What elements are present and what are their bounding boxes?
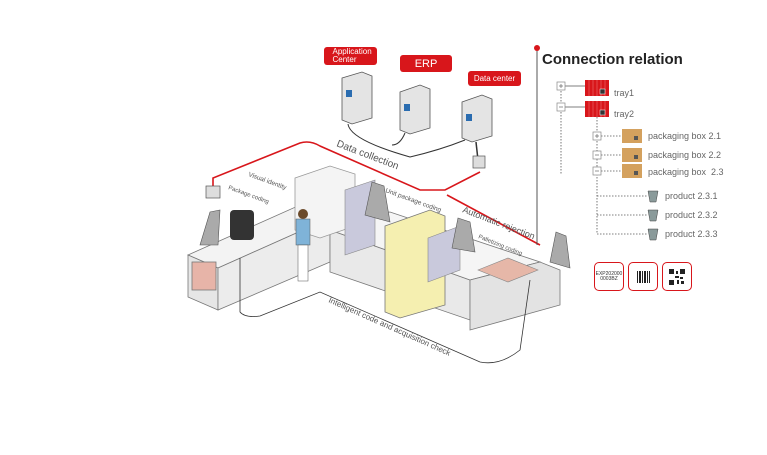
text-code-card: EXP202000 0003BZ [594, 262, 624, 291]
product-2-3-1-label: product 2.3.1 [665, 191, 718, 201]
box-icons [622, 129, 642, 178]
application-center-badge: Application Center [324, 47, 377, 65]
application-center-label: Application Center [332, 47, 372, 64]
label-visual-identity: Visual identity [247, 171, 288, 192]
tray1-label: tray1 [614, 88, 635, 98]
tray2-label: tray2 [614, 109, 635, 119]
server-erp [399, 84, 431, 135]
server-data-center [461, 94, 493, 143]
connection-relation-title: Connection relation [542, 51, 683, 68]
product-2-3-2-label: product 2.3.2 [665, 210, 718, 220]
erp-label: ERP [414, 57, 438, 70]
data-center-label: Data center [473, 73, 516, 83]
server-application-center [341, 71, 373, 125]
connector-dot [534, 45, 540, 51]
tray-icons [585, 80, 609, 117]
erp-badge: ERP [400, 55, 452, 72]
label-unit-package-coding: Unit package coding [384, 187, 442, 214]
product-2-3-3-label: product 2.3.3 [665, 229, 718, 239]
qr-code-icon [669, 268, 685, 285]
barcode-icon [637, 270, 650, 283]
printer [230, 210, 254, 240]
computer-icon [472, 155, 486, 169]
box-2-2-label: packaging box 2.2 [648, 150, 722, 160]
box-2-1-label: packaging box 2.1 [648, 131, 722, 141]
qr-code-card [662, 262, 692, 291]
operator-figure [295, 209, 311, 282]
pallet-box [477, 257, 539, 283]
data-center-badge: Data center [468, 71, 521, 86]
robot-arms [199, 181, 571, 269]
box-2-3-label: packaging box 2.3 [648, 167, 724, 177]
barcode-card [628, 262, 658, 291]
label-package-coding: Package coding [227, 185, 269, 205]
product-icons [647, 190, 659, 241]
text-code: EXP202000 0003BZ [595, 270, 623, 282]
